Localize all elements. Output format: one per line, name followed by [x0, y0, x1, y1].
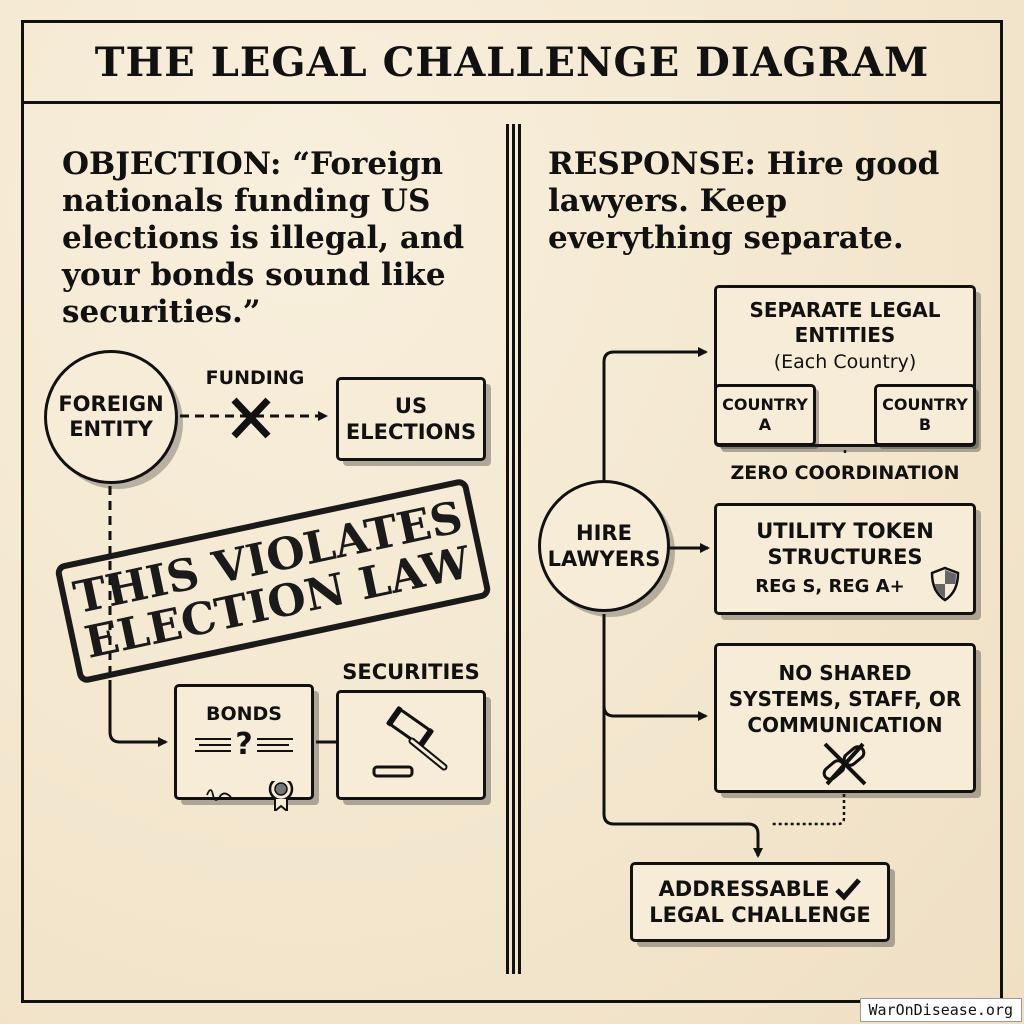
- country-a-node: COUNTRY A: [714, 384, 816, 446]
- response-line: lawyers. Keep: [548, 183, 788, 219]
- watermark: WarOnDisease.org: [859, 998, 1022, 1022]
- bonds-label: BONDS: [206, 703, 282, 725]
- objection-line: your bonds sound like: [62, 257, 446, 293]
- signature-seal-icon: [206, 781, 294, 811]
- question-mark-icon: ?: [235, 727, 253, 762]
- foreign-entity-node: FOREIGN ENTITY: [44, 350, 178, 484]
- response-label: RESPONSE:: [548, 146, 756, 182]
- text-lines-icon: [256, 737, 293, 752]
- country-a-label: A: [758, 415, 772, 434]
- blocked-x-icon: [231, 397, 271, 439]
- response-line: Hire good: [766, 146, 940, 182]
- addressable-node: ADDRESSABLE LEGAL CHALLENGE: [630, 862, 890, 942]
- title-bar: THE LEGAL CHALLENGE DIAGRAM: [21, 20, 1003, 104]
- utility-token-node: UTILITY TOKEN STRUCTURES REG S, REG A+: [714, 503, 976, 615]
- us-elections-label: ELECTIONS: [345, 420, 477, 444]
- separate-entities-label: SEPARATE LEGAL: [749, 298, 941, 322]
- text-lines-icon: [195, 737, 232, 752]
- response-line: everything separate.: [548, 220, 904, 256]
- hire-lawyers-label: HIRE: [576, 521, 632, 545]
- objection-heading: OBJECTION: “Foreign nationals funding US…: [62, 146, 492, 331]
- outer-frame: [21, 20, 1003, 1003]
- addressable-row: ADDRESSABLE: [659, 876, 862, 902]
- checkmark-icon: [835, 878, 862, 901]
- country-b-label: COUNTRY: [882, 395, 968, 414]
- no-shared-label: COMMUNICATION: [747, 713, 943, 737]
- foreign-entity-label: ENTITY: [69, 417, 153, 441]
- bonds-certificate-node: BONDS ?: [174, 684, 314, 811]
- addressable-label: ADDRESSABLE: [658, 877, 830, 901]
- foreign-to-bonds-arrow: [108, 680, 168, 747]
- reg-sublabel: REG S, REG A+: [755, 576, 905, 597]
- utility-token-label: UTILITY TOKEN: [756, 519, 934, 543]
- gavel-icon: [372, 706, 448, 778]
- page-title: THE LEGAL CHALLENGE DIAGRAM: [94, 39, 930, 86]
- response-heading: RESPONSE: Hire good lawyers. Keep everyt…: [548, 146, 978, 257]
- objection-line: elections is illegal, and: [62, 220, 465, 256]
- no-shared-label: SYSTEMS, STAFF, OR: [728, 687, 962, 711]
- foreign-entity-label: FOREIGN: [58, 392, 164, 416]
- hire-lawyers-label: LAWYERS: [547, 547, 661, 571]
- country-a-label: COUNTRY: [722, 395, 808, 414]
- objection-label: OBJECTION:: [62, 146, 282, 182]
- divider-line-1: [506, 124, 509, 974]
- funding-label: FUNDING: [205, 367, 305, 389]
- us-elections-label: US: [394, 394, 428, 418]
- hire-to-addressable-arrow: [602, 706, 763, 858]
- utility-token-label: STRUCTURES: [767, 545, 923, 569]
- hire-lawyers-node: HIRE LAWYERS: [538, 480, 670, 612]
- securities-node: [336, 690, 486, 800]
- hire-to-entities-arrow: [602, 347, 708, 480]
- broken-link-icon: [822, 742, 867, 786]
- objection-line: nationals funding US: [62, 183, 431, 219]
- bonds-content: ?: [195, 727, 293, 762]
- us-elections-node: US ELECTIONS: [336, 377, 486, 461]
- no-shared-node: NO SHARED SYSTEMS, STAFF, OR COMMUNICATI…: [714, 643, 976, 793]
- separate-entities-label: ENTITIES: [794, 323, 896, 347]
- securities-label: SECURITIES: [342, 660, 480, 684]
- divider-line-2: [512, 124, 515, 974]
- no-shared-label: NO SHARED: [778, 661, 912, 685]
- zero-coordination-label: ZERO COORDINATION: [730, 462, 960, 484]
- addressable-label: LEGAL CHALLENGE: [649, 903, 871, 927]
- shield-icon: [930, 566, 960, 602]
- divider-line-3: [518, 124, 521, 974]
- objection-line: securities.”: [62, 294, 261, 330]
- noshared-dotted-link: [770, 794, 846, 826]
- country-b-label: B: [918, 415, 932, 434]
- objection-line: “Foreign: [292, 146, 444, 182]
- country-b-node: COUNTRY B: [874, 384, 976, 446]
- hire-to-noshared-arrow: [602, 614, 708, 721]
- each-country-sublabel: (Each Country): [773, 351, 917, 373]
